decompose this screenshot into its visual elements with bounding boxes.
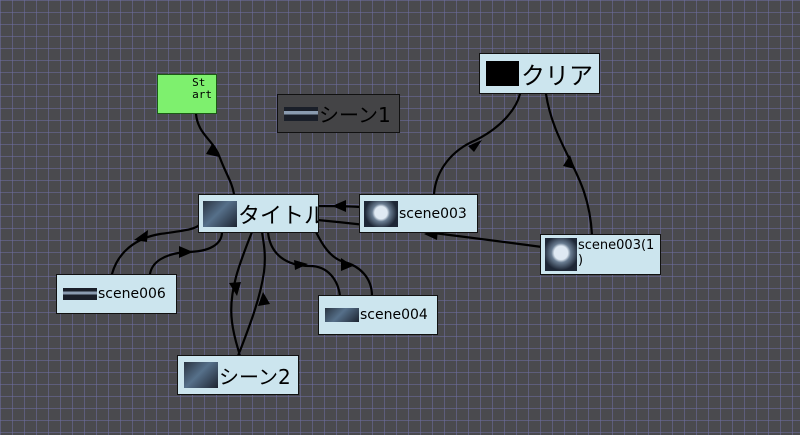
arrowhead-icon bbox=[563, 155, 575, 169]
scene-thumbnail-icon bbox=[325, 308, 359, 322]
edge-scene006-to-title[interactable] bbox=[110, 222, 202, 276]
scene003-1-node-label-line2: ) bbox=[578, 253, 584, 268]
scene004-node[interactable]: scene004 bbox=[318, 295, 438, 335]
start-node-label-line2: art bbox=[192, 88, 212, 101]
scene003-node[interactable]: scene003 bbox=[359, 194, 478, 233]
arrowhead-icon bbox=[294, 260, 308, 270]
clear-node[interactable]: クリア bbox=[479, 53, 600, 94]
scene-thumbnail-icon bbox=[184, 362, 218, 388]
scene-thumbnail-icon bbox=[203, 200, 237, 227]
arrowhead-icon bbox=[468, 140, 482, 152]
scene1-node[interactable]: シーン1 bbox=[277, 94, 400, 133]
start-node-label-line1: St bbox=[192, 76, 206, 89]
arrowhead-icon bbox=[341, 258, 353, 271]
scene003-1-node[interactable]: scene003(1 ) bbox=[540, 234, 661, 275]
scene2-node[interactable]: シーン2 bbox=[177, 355, 299, 395]
scene-thumbnail-icon bbox=[284, 106, 318, 121]
scene-thumbnail-icon bbox=[63, 288, 97, 300]
arrowhead-icon bbox=[332, 200, 346, 212]
edge-start-to-title[interactable] bbox=[194, 112, 236, 196]
scene004-node-label: scene004 bbox=[360, 307, 428, 323]
arrowhead-icon bbox=[179, 246, 193, 258]
scene-thumbnail-icon bbox=[486, 61, 519, 86]
edge-scene003-to-clear[interactable] bbox=[432, 92, 522, 196]
scene006-node-label: scene006 bbox=[98, 286, 166, 302]
arrowhead-icon bbox=[134, 230, 148, 242]
arrowhead-icon bbox=[206, 144, 219, 157]
edge-title-to-scene2[interactable] bbox=[230, 230, 254, 358]
scene003-1-node-label-line1: scene003(1 bbox=[578, 238, 655, 253]
scene-thumbnail-icon bbox=[545, 238, 577, 271]
arrowhead-icon bbox=[229, 282, 241, 296]
scene2-node-label: シーン2 bbox=[219, 364, 291, 389]
scene003-node-label: scene003 bbox=[399, 205, 467, 222]
scene006-node[interactable]: scene006 bbox=[56, 274, 177, 314]
title-node[interactable]: タイトル bbox=[198, 194, 319, 233]
clear-node-label: クリア bbox=[521, 62, 593, 90]
edge-title-to-scene004[interactable] bbox=[266, 230, 342, 298]
scene1-node-label: シーン1 bbox=[319, 103, 391, 127]
edge-scene2-to-title[interactable] bbox=[236, 230, 266, 358]
arrowhead-icon bbox=[258, 292, 270, 306]
start-node[interactable]: St art bbox=[157, 74, 217, 114]
title-node-label: タイトル bbox=[238, 203, 319, 229]
scene-thumbnail-icon bbox=[364, 200, 398, 227]
